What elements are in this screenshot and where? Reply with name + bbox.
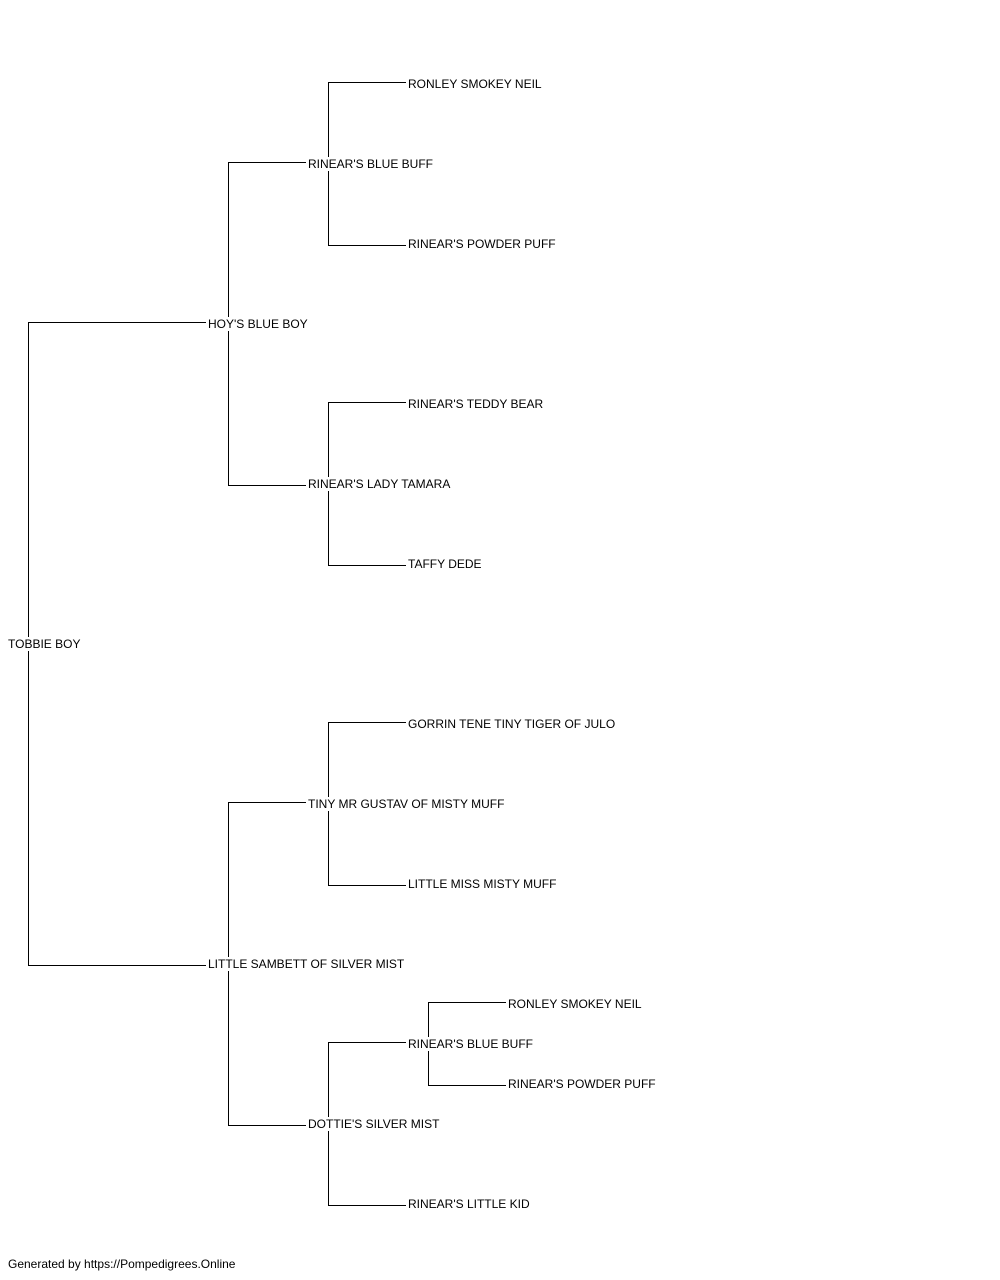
dam-sire-dam-name: LITTLE MISS MISTY MUFF — [408, 877, 559, 891]
sire-name: HOY'S BLUE BOY — [208, 317, 310, 331]
dam-name: LITTLE SAMBETT OF SILVER MIST — [208, 957, 407, 971]
generated-by-footer: Generated by https://Pompedigrees.Online — [8, 1257, 236, 1271]
dam-dam-sire-sire-name: RONLEY SMOKEY NEIL — [508, 997, 644, 1011]
sire-dam-dam-name: TAFFY DEDE — [408, 557, 484, 571]
dam-dam-sire-dam-name: RINEAR'S POWDER PUFF — [508, 1077, 658, 1091]
sire-sire-sire-name: RONLEY SMOKEY NEIL — [408, 77, 544, 91]
sire-sire-name: RINEAR'S BLUE BUFF — [308, 157, 435, 171]
sire-dam-name: RINEAR'S LADY TAMARA — [308, 477, 453, 491]
dam-dam-sire-name: RINEAR'S BLUE BUFF — [408, 1037, 535, 1051]
dam-sire-name: TINY MR GUSTAV OF MISTY MUFF — [308, 797, 507, 811]
sire-dam-sire-name: RINEAR'S TEDDY BEAR — [408, 397, 546, 411]
sire-sire-dam-name: RINEAR'S POWDER PUFF — [408, 237, 558, 251]
dam-sire-sire-name: GORRIN TENE TINY TIGER OF JULO — [408, 717, 618, 731]
dam-dam-dam-name: RINEAR'S LITTLE KID — [408, 1197, 532, 1211]
subject-name: TOBBIE BOY — [8, 637, 83, 651]
dam-dam-name: DOTTIE'S SILVER MIST — [308, 1117, 442, 1131]
